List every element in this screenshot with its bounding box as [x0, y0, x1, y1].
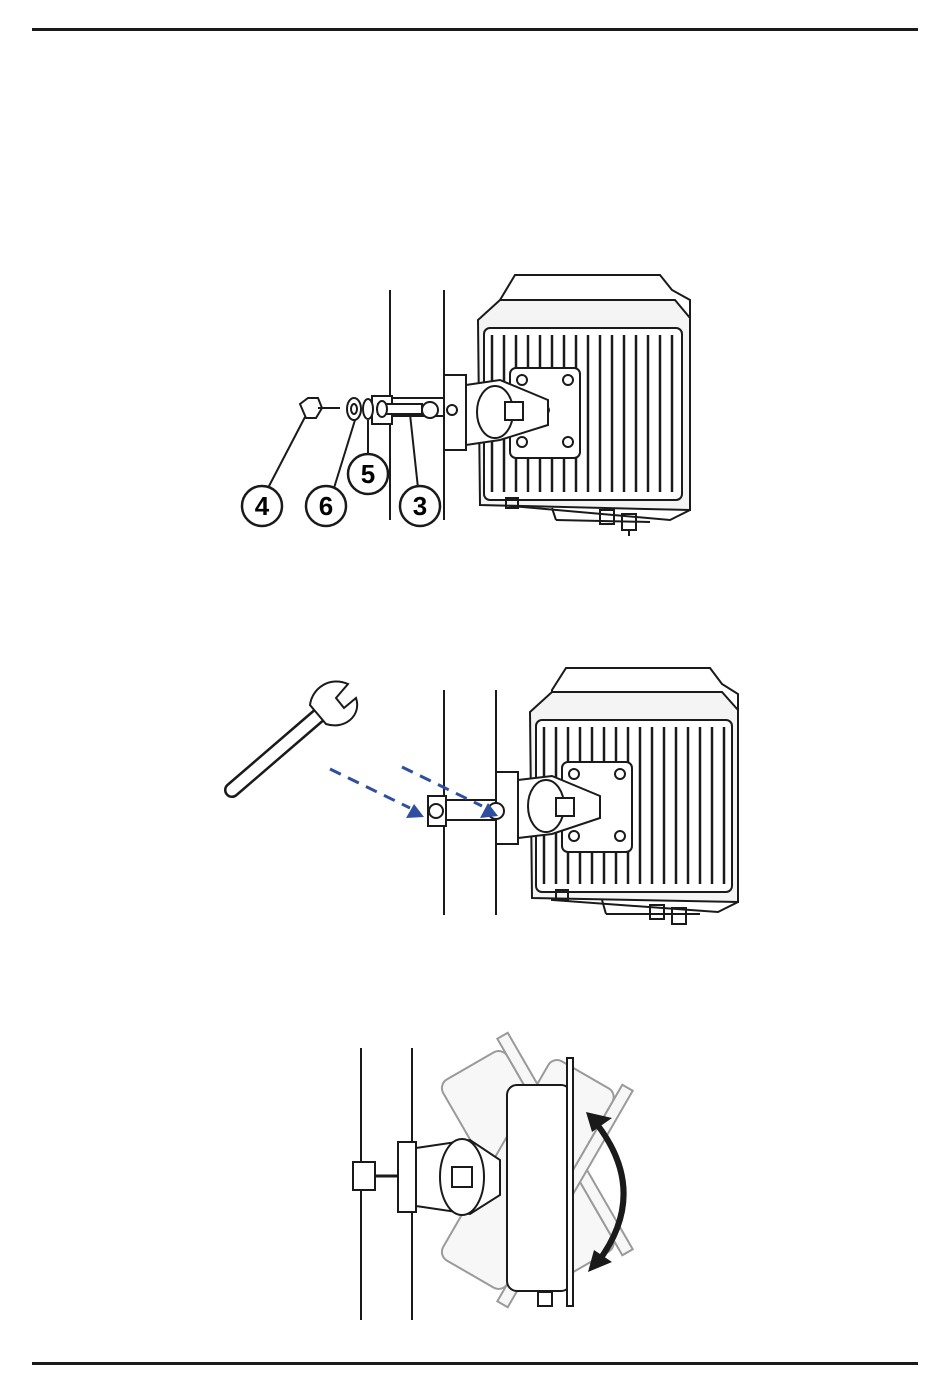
callout-6: 6	[306, 486, 346, 526]
antenna-housing-side	[507, 1058, 573, 1306]
swivel-bracket	[416, 1139, 500, 1215]
callout-label-3: 3	[413, 491, 427, 521]
figure-tilt-adjust	[0, 1005, 950, 1325]
callout-label-4: 4	[255, 491, 270, 521]
bolt-part-3	[377, 401, 422, 417]
tilt-adjust-diagram	[0, 1005, 950, 1325]
callout-label-5: 5	[361, 459, 375, 489]
callout-3: 3	[400, 486, 440, 526]
arrow-line-lower	[330, 769, 410, 808]
tighten-wrench-diagram	[0, 665, 950, 925]
flat-washer-part-5	[363, 399, 373, 419]
leader-4	[268, 417, 305, 488]
callout-label-6: 6	[319, 491, 333, 521]
leader-3	[410, 414, 418, 488]
header-rule	[32, 28, 918, 31]
exploded-hardware-diagram: 4 6 5 3	[0, 260, 950, 550]
spring-washer-part-6	[347, 398, 361, 420]
callout-4: 4	[242, 486, 282, 526]
bolt-part-4	[300, 398, 340, 418]
callout-5: 5	[348, 454, 388, 494]
figure-tighten-wrench	[0, 665, 950, 925]
footer-rule	[32, 1362, 918, 1365]
figure-exploded-hardware: 4 6 5 3	[0, 260, 950, 550]
